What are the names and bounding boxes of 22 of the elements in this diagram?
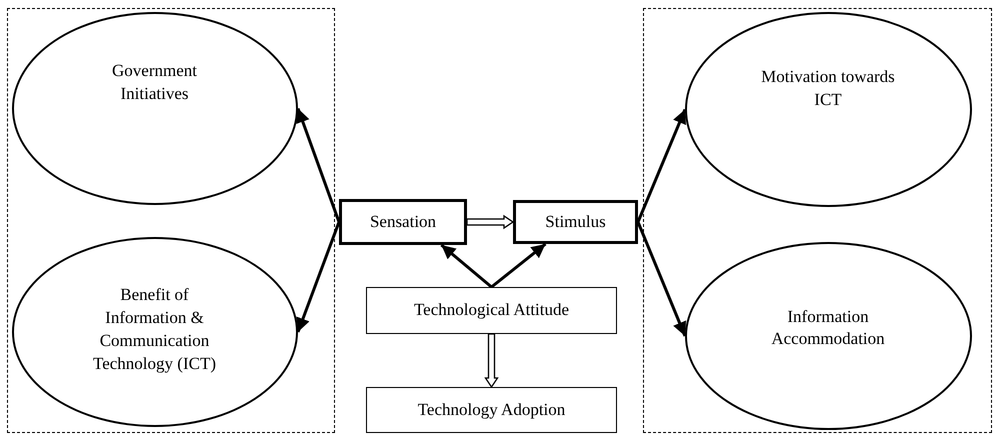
arrow — [636, 221, 686, 337]
node-label: Sensation — [370, 210, 436, 233]
node-label: Information Accommodation — [770, 306, 886, 350]
hollow-arrow — [466, 214, 514, 230]
arrow — [296, 221, 340, 333]
node-label: Technology Adoption — [418, 398, 566, 421]
process-box — [366, 287, 617, 334]
dashed-group-box — [643, 8, 992, 433]
arrow — [440, 244, 492, 288]
arrow — [490, 242, 546, 288]
node-label: Stimulus — [545, 210, 606, 233]
hollow-arrow — [484, 333, 499, 388]
node-label: Technological Attitude — [414, 299, 570, 322]
node-label: Government Initiatives — [111, 60, 198, 105]
arrow — [636, 108, 686, 223]
process-box — [366, 387, 617, 433]
arrow — [296, 108, 340, 222]
node-label: Motivation towards ICT — [760, 66, 896, 112]
node-label: Benefit of Information & Communication Technology (ICT) — [92, 284, 217, 375]
process-box — [339, 199, 467, 245]
process-box — [513, 200, 638, 244]
dashed-group-box — [7, 8, 335, 433]
